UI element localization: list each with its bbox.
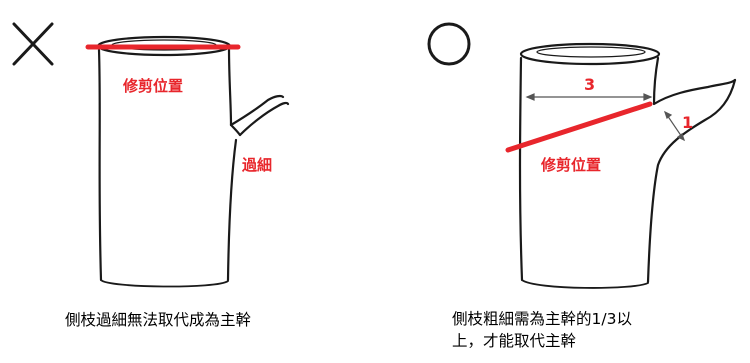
- branch-width-arrow: [663, 110, 686, 142]
- trunk-right-edge: [652, 56, 737, 106]
- branch-ratio-label: 1: [682, 113, 694, 132]
- trunk-bottom: [100, 279, 229, 288]
- cut-line: [505, 101, 653, 153]
- incorrect-illustration: [12, 22, 290, 288]
- cut-position-label: 修剪位置: [541, 156, 602, 174]
- left-caption: 側枝過細無法取代成為主幹: [65, 311, 252, 329]
- right-caption-line-1: 側枝粗細需為主幹的1/3以: [452, 310, 632, 328]
- trunk-top-ellipse: [519, 42, 661, 66]
- panel-correct: 3 1 修剪位置 側枝粗細需為主幹的1/3以 上，才能取代主幹: [375, 0, 750, 363]
- cross-mark-icon: [12, 22, 54, 66]
- trunk-ratio-label: 3: [584, 75, 596, 94]
- right-caption-line-2: 上，才能取代主幹: [452, 332, 577, 350]
- correct-illustration: [427, 22, 737, 289]
- too-thin-label: 過細: [242, 156, 273, 174]
- trunk-left-edge: [97, 48, 103, 282]
- trunk-bottom: [521, 279, 649, 289]
- trunk-left-edge: [518, 56, 524, 282]
- cut-position-label: 修剪位置: [123, 77, 184, 95]
- trunk-right-edge: [227, 46, 285, 127]
- panel-incorrect: 修剪位置 過細 側枝過細無法取代成為主幹: [12, 22, 290, 329]
- circle-mark-icon: [427, 22, 471, 66]
- trunk-width-arrow: [525, 93, 653, 101]
